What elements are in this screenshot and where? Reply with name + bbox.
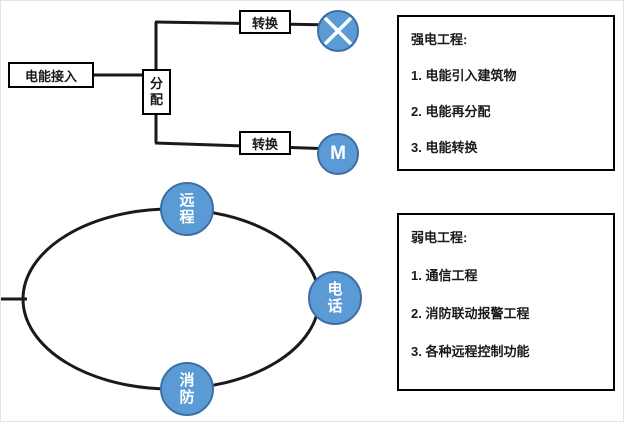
convert-upper-box: 转换 [239, 10, 291, 34]
power-input-box: 电能接入 [8, 62, 94, 88]
power-input-label: 电能接入 [24, 68, 77, 84]
strong-panel-item: 1. 电能引入建筑物 [411, 68, 517, 83]
convert-upper-label: 转换 [251, 15, 278, 31]
phone-node-label: 电话 [327, 280, 343, 315]
remote-node-label: 远程 [179, 191, 195, 226]
convert-lower-label: 转换 [251, 136, 278, 152]
fire-node-label: 消防 [179, 371, 195, 406]
distribution-box: 分配 [142, 69, 171, 115]
lamp-icon [323, 16, 353, 46]
weak-panel-item: 1. 通信工程 [411, 268, 478, 283]
distribution-label: 分配 [149, 75, 163, 107]
weak-panel-item: 2. 消防联动报警工程 [411, 306, 530, 321]
network-ellipse [21, 207, 321, 391]
weak-current-panel: 弱电工程: 1. 通信工程 2. 消防联动报警工程 3. 各种远程控制功能 [397, 213, 615, 391]
motor-label: M [330, 143, 346, 164]
motor-node: M [317, 133, 359, 175]
phone-node: 电话 [308, 271, 362, 325]
strong-panel-item: 2. 电能再分配 [411, 104, 491, 119]
strong-panel-item: 3. 电能转换 [411, 140, 478, 155]
lamp-node [317, 10, 359, 52]
fire-node: 消防 [160, 362, 214, 416]
remote-node: 远程 [160, 182, 214, 236]
convert-lower-box: 转换 [239, 131, 291, 155]
weak-panel-item: 3. 各种远程控制功能 [411, 344, 530, 359]
strong-panel-title: 强电工程: [411, 32, 468, 47]
weak-panel-title: 弱电工程: [411, 230, 468, 245]
strong-current-panel: 强电工程: 1. 电能引入建筑物 2. 电能再分配 3. 电能转换 [397, 15, 615, 171]
